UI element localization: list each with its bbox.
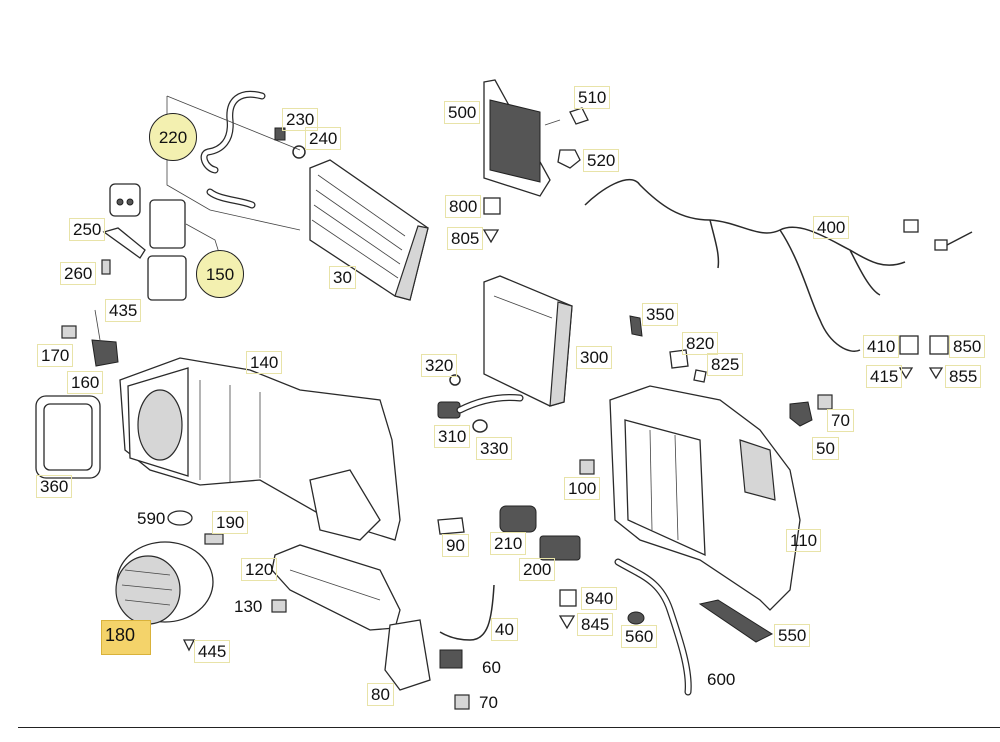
sensor-bracket-illustration <box>629 315 707 383</box>
wiring-harness-illustration <box>584 178 973 352</box>
valve-small-illustration <box>482 197 501 244</box>
part-label-500[interactable]: 500 <box>444 101 481 124</box>
bracket-illustration <box>101 227 146 275</box>
part-label-520[interactable]: 520 <box>583 149 620 172</box>
part-label-825[interactable]: 825 <box>707 353 744 376</box>
part-label-80[interactable]: 80 <box>367 683 394 706</box>
part-label-300[interactable]: 300 <box>576 346 613 369</box>
drain-tube-illustration <box>614 558 692 696</box>
part-label-190[interactable]: 190 <box>212 511 249 534</box>
part-label-170[interactable]: 170 <box>37 344 74 367</box>
expansion-valve-illustration <box>437 374 524 433</box>
part-label-100[interactable]: 100 <box>564 477 601 500</box>
part-label-600[interactable]: 600 <box>707 670 736 689</box>
part-label-855[interactable]: 855 <box>945 365 982 388</box>
part-label-130[interactable]: 130 <box>234 597 263 616</box>
part-label-250[interactable]: 250 <box>69 218 106 241</box>
heater-core-illustration <box>309 159 429 301</box>
small-parts-illustration <box>558 589 774 643</box>
part-label-820[interactable]: 820 <box>682 332 719 355</box>
screw-nut-illustration <box>557 107 589 169</box>
part-label-435[interactable]: 435 <box>105 299 142 322</box>
part-label-230[interactable]: 230 <box>282 108 319 131</box>
part-label-445[interactable]: 445 <box>194 640 231 663</box>
blower-motor-illustration <box>115 541 214 652</box>
part-label-510[interactable]: 510 <box>574 86 611 109</box>
part-label-310[interactable]: 310 <box>434 425 471 448</box>
part-label-400[interactable]: 400 <box>813 216 850 239</box>
part-label-330[interactable]: 330 <box>476 437 513 460</box>
part-label-805[interactable]: 805 <box>447 227 484 250</box>
part-label-845[interactable]: 845 <box>577 613 614 636</box>
bottom-divider <box>18 727 1000 728</box>
part-label-240[interactable]: 240 <box>305 127 342 150</box>
part-label-590[interactable]: 590 <box>137 509 166 528</box>
part-label-90[interactable]: 90 <box>442 534 469 557</box>
part-label-140[interactable]: 140 <box>246 351 283 374</box>
part-label-160[interactable]: 160 <box>67 371 104 394</box>
gasket-illustration <box>35 395 101 479</box>
part-label-210[interactable]: 210 <box>490 532 527 555</box>
part-label-320[interactable]: 320 <box>421 354 458 377</box>
part-label-840[interactable]: 840 <box>581 587 618 610</box>
cable-sensor-illustration <box>384 584 495 710</box>
part-label-30[interactable]: 30 <box>329 266 356 289</box>
connectors-illustration <box>898 335 949 380</box>
part-label-50[interactable]: 50 <box>812 437 839 460</box>
part-label-350[interactable]: 350 <box>642 303 679 326</box>
part-label-70-lower[interactable]: 70 <box>479 693 498 712</box>
part-label-410[interactable]: 410 <box>863 335 900 358</box>
part-label-260[interactable]: 260 <box>60 262 97 285</box>
lower-cover-illustration <box>271 544 401 631</box>
part-label-850[interactable]: 850 <box>949 335 986 358</box>
part-label-40[interactable]: 40 <box>491 618 518 641</box>
part-label-550[interactable]: 550 <box>774 624 811 647</box>
part-label-120[interactable]: 120 <box>241 558 278 581</box>
ac-housing-illustration <box>609 385 801 611</box>
part-label-200[interactable]: 200 <box>519 558 556 581</box>
actuator-illustration <box>61 309 119 367</box>
screw-100-illustration <box>579 459 595 475</box>
seals-illustration <box>109 183 226 301</box>
part-label-70-upper[interactable]: 70 <box>827 409 854 432</box>
heater-hose-illustration <box>166 90 301 231</box>
part-label-415[interactable]: 415 <box>866 365 903 388</box>
part-label-110[interactable]: 110 <box>786 529 822 552</box>
part-label-360[interactable]: 360 <box>36 475 73 498</box>
evaporator-core-illustration <box>483 275 573 407</box>
part-label-180-highlighted[interactable]: 180 <box>101 620 151 655</box>
grommet-illustration <box>167 510 224 545</box>
part-label-800[interactable]: 800 <box>445 195 482 218</box>
part-label-560[interactable]: 560 <box>621 625 658 648</box>
evaporator-illustration <box>483 79 561 197</box>
servo-illustration <box>789 394 833 427</box>
part-label-60[interactable]: 60 <box>482 658 501 677</box>
hose-clips-illustration <box>274 127 306 159</box>
part-label-220[interactable]: 220 <box>149 113 197 161</box>
blower-housing-illustration <box>119 357 401 541</box>
part-label-150[interactable]: 150 <box>196 250 244 298</box>
